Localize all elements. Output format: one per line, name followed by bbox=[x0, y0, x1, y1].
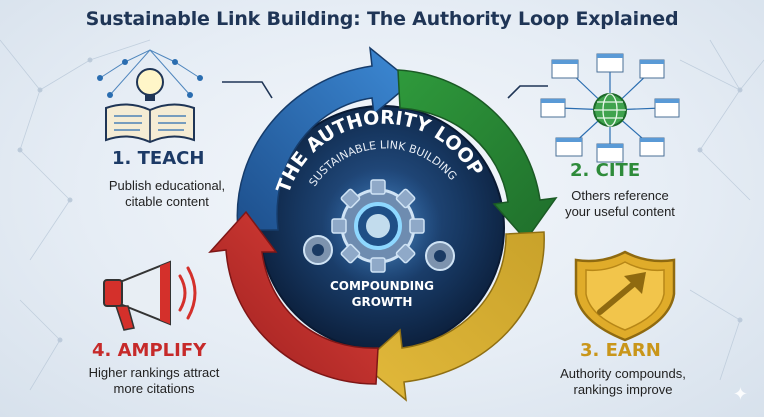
step-cite-label: 2. CITE bbox=[570, 160, 641, 181]
gears-icon bbox=[303, 179, 455, 273]
center-footer-line2: GROWTH bbox=[352, 295, 413, 309]
step-amplify-desc-line1: Higher rankings attract bbox=[88, 365, 220, 380]
page-title: Sustainable Link Building: The Authority… bbox=[85, 8, 679, 30]
step-amplify-label: 4. AMPLIFY bbox=[92, 340, 207, 361]
teach-connector bbox=[222, 81, 273, 99]
step-cite-desc-line1: Others reference bbox=[571, 188, 669, 203]
step-teach-desc-line1: Publish educational, bbox=[108, 178, 226, 193]
loop-arrow-yellow bbox=[360, 231, 545, 402]
step-teach-desc-line2: citable content bbox=[125, 194, 209, 209]
step-earn-desc-line1: Authority compounds, bbox=[560, 366, 686, 381]
loop-arrow-blue bbox=[236, 46, 414, 231]
megaphone-icon bbox=[103, 260, 197, 331]
step-amplify-desc-line2: more citations bbox=[113, 381, 195, 396]
loop-arrow-green bbox=[397, 69, 558, 242]
cite-connector bbox=[507, 85, 548, 99]
loop-arrow-red bbox=[208, 210, 379, 385]
step-cite-desc-line2: your useful content bbox=[565, 204, 675, 219]
globe-network-icon bbox=[540, 53, 680, 163]
sparkle-icon: ✦ bbox=[732, 384, 748, 405]
step-earn-desc-line2: rankings improve bbox=[573, 382, 673, 397]
step-teach-label: 1. TEACH bbox=[112, 148, 205, 169]
step-earn-label: 3. EARN bbox=[580, 340, 661, 361]
center-footer-line1: COMPOUNDING bbox=[330, 279, 434, 293]
shield-arrow-icon bbox=[574, 250, 676, 342]
book-lightbulb-icon bbox=[97, 49, 203, 144]
